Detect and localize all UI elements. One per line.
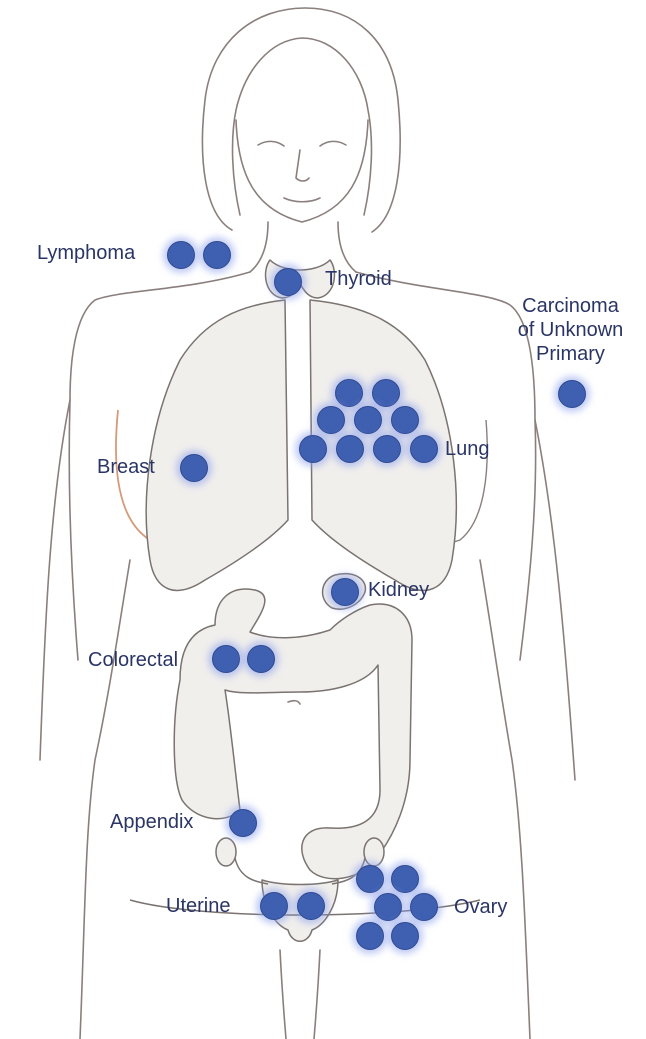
label-ovary: Ovary	[454, 896, 507, 918]
right-ovary	[364, 838, 384, 866]
marker-ovary	[391, 922, 419, 950]
marker-ovary	[391, 865, 419, 893]
marker-colorectal	[247, 645, 275, 673]
right-waist	[480, 560, 530, 1039]
marker-lung	[299, 435, 327, 463]
neck-right	[338, 222, 356, 272]
marker-lung	[372, 379, 400, 407]
right-eye	[320, 141, 346, 146]
label-breast: Breast	[97, 456, 155, 478]
neck-left	[250, 222, 268, 272]
label-cup-line-2: of Unknown	[498, 318, 643, 342]
marker-appendix	[229, 809, 257, 837]
left-ovary	[216, 838, 236, 866]
nose	[296, 150, 309, 181]
face-outline	[236, 120, 368, 222]
label-appendix: Appendix	[110, 811, 193, 833]
marker-lymphoma	[167, 241, 195, 269]
label-lymphoma: Lymphoma	[37, 242, 135, 264]
marker-ovary	[356, 865, 384, 893]
right-arm	[535, 420, 575, 780]
inner-leg-right	[314, 950, 320, 1039]
left-arm	[40, 400, 70, 760]
left-waist	[80, 560, 130, 1039]
marker-carcinoma-unknown-primary	[558, 380, 586, 408]
label-carcinoma-unknown-primary: Carcinoma of Unknown Primary	[498, 294, 643, 366]
navel	[288, 701, 300, 704]
marker-lung	[391, 406, 419, 434]
label-thyroid: Thyroid	[325, 268, 392, 290]
marker-lymphoma	[203, 241, 231, 269]
marker-lung	[373, 435, 401, 463]
marker-lung	[410, 435, 438, 463]
label-kidney: Kidney	[368, 579, 429, 601]
inner-leg-left	[280, 950, 286, 1039]
hair-outline	[202, 8, 400, 232]
marker-kidney	[331, 578, 359, 606]
label-colorectal: Colorectal	[88, 649, 178, 671]
marker-uterine	[260, 892, 288, 920]
marker-ovary	[374, 893, 402, 921]
label-lung: Lung	[445, 438, 490, 460]
left-lung	[146, 300, 288, 590]
marker-lung	[317, 406, 345, 434]
colon	[174, 589, 412, 879]
marker-thyroid	[274, 268, 302, 296]
marker-ovary	[410, 893, 438, 921]
marker-colorectal	[212, 645, 240, 673]
mouth	[284, 198, 320, 202]
marker-lung	[335, 379, 363, 407]
left-eye	[258, 141, 284, 146]
label-cup-line-3: Primary	[498, 342, 643, 366]
marker-breast	[180, 454, 208, 482]
marker-uterine	[297, 892, 325, 920]
label-uterine: Uterine	[166, 895, 230, 917]
label-cup-line-1: Carcinoma	[498, 294, 643, 318]
marker-ovary	[356, 922, 384, 950]
marker-lung	[336, 435, 364, 463]
marker-lung	[354, 406, 382, 434]
